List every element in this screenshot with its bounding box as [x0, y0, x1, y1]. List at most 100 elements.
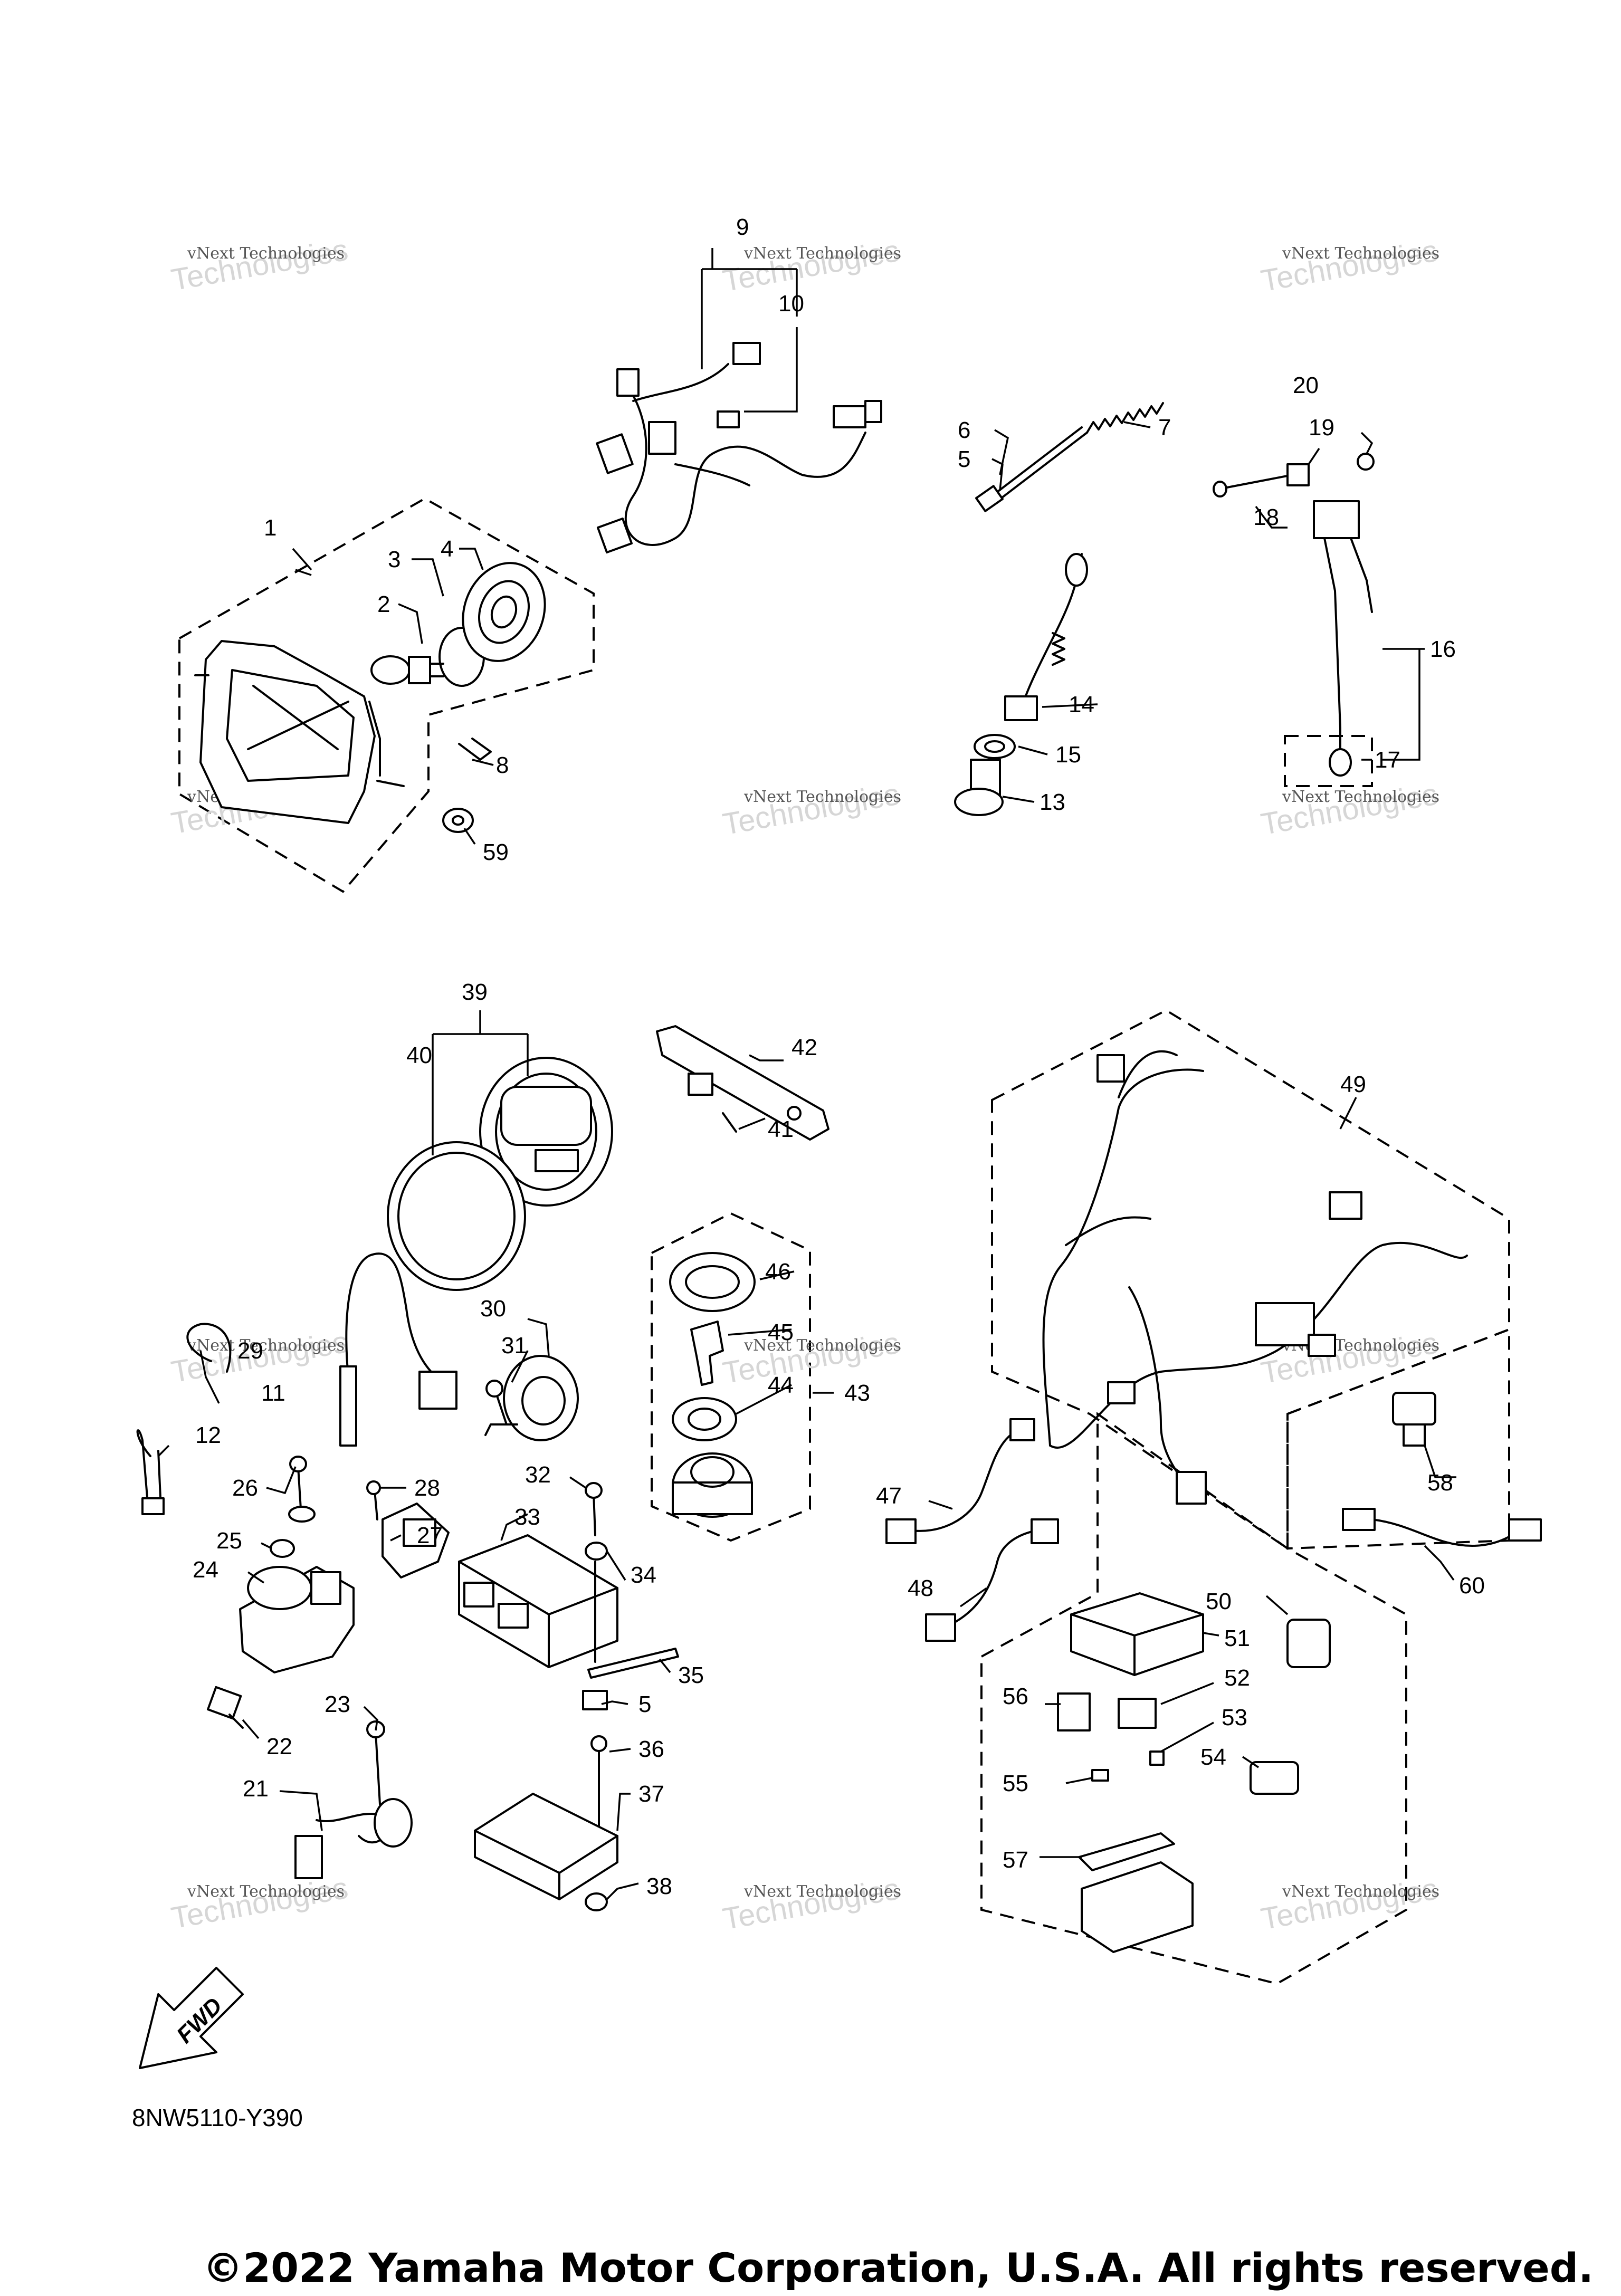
- callout-20: 20: [1293, 372, 1319, 398]
- key-45: [690, 1321, 724, 1386]
- callout-19: 19: [1309, 415, 1334, 441]
- spring-7: [1086, 402, 1164, 434]
- switch-14: [1004, 553, 1088, 721]
- sensor-22: [206, 1686, 244, 1729]
- meter-assembly: [479, 1057, 613, 1207]
- bolt-36: [590, 1735, 607, 1832]
- callout-39: 39: [462, 979, 488, 1005]
- actuator-24: [239, 1566, 355, 1673]
- bolt-25: [270, 1539, 295, 1558]
- sensor-29: [339, 1252, 457, 1447]
- callout-1: 1: [264, 515, 276, 541]
- callout-25: 25: [216, 1528, 242, 1554]
- callout-29: 29: [237, 1338, 263, 1364]
- callout-13: 13: [1040, 789, 1065, 815]
- diagram-code: 8NW5110-Y390: [132, 2104, 303, 2131]
- screw-28: [366, 1480, 381, 1520]
- watermark-5: Technologies vNext Technologies: [720, 777, 902, 842]
- callout-58: 58: [1427, 1470, 1453, 1496]
- callout-32: 32: [525, 1462, 551, 1488]
- callout-14: 14: [1069, 692, 1094, 718]
- svg-text:vNext Technologies: vNext Technologies: [187, 1336, 345, 1355]
- callout-42: 42: [792, 1035, 817, 1060]
- leader-lines: [157, 248, 1456, 1900]
- callout-49: 49: [1340, 1072, 1366, 1097]
- collar-34: [585, 1542, 608, 1663]
- callout-26: 26: [232, 1475, 258, 1501]
- callout-47: 47: [876, 1483, 902, 1509]
- svg-text:Technologies: Technologies: [1258, 234, 1441, 299]
- callout-34: 34: [631, 1562, 656, 1588]
- bolt-32: [585, 1482, 603, 1536]
- callout-43: 43: [844, 1380, 870, 1406]
- callout-51: 51: [1224, 1625, 1250, 1651]
- watermark-3: Technologies vNext Technologies: [1258, 234, 1441, 299]
- sub-wire-harness: [596, 342, 882, 554]
- pin-8: [458, 738, 492, 761]
- bulb-cover: [462, 562, 546, 662]
- watermark-11: Technologies vNext Technologies: [720, 1872, 902, 1937]
- meter-bezel-40: [387, 1141, 526, 1291]
- main-switch-43: [672, 1452, 753, 1518]
- bolt-38: [585, 1892, 608, 1911]
- group-outlines: [178, 497, 1510, 1985]
- svg-text:vNext Technologies: vNext Technologies: [1282, 788, 1439, 806]
- callout-31: 31: [501, 1333, 527, 1359]
- wire-harness-49: [1042, 1050, 1468, 1505]
- callout-12: 12: [195, 1422, 221, 1448]
- callout-9: 9: [736, 214, 749, 240]
- sensor-21: [294, 1798, 413, 1879]
- parts: [136, 342, 1542, 1953]
- lead-47: [885, 1418, 1035, 1544]
- clip-11: [186, 1323, 232, 1373]
- sensor-27: [382, 1503, 450, 1578]
- fuel-sender-16: [1313, 500, 1373, 777]
- callout-45: 45: [768, 1319, 794, 1345]
- fuel-sender-17-outline: [1284, 735, 1373, 787]
- callout-5: 5: [958, 446, 970, 472]
- svg-text:vNext Technologies: vNext Technologies: [1282, 1882, 1439, 1901]
- callout-3: 3: [388, 547, 401, 572]
- switch-body-13: [954, 759, 1004, 816]
- svg-text:Technologies: Technologies: [1258, 1872, 1441, 1937]
- grommet-20: [1357, 453, 1375, 471]
- svg-text:vNext Technologies: vNext Technologies: [1282, 244, 1439, 263]
- callout-35: 35: [678, 1662, 704, 1688]
- watermark-1: Technologies vNext Technologies: [169, 233, 351, 298]
- callout-16: 16: [1430, 636, 1456, 662]
- band-12: [136, 1429, 165, 1515]
- copyright-notice: ©2022 Yamaha Motor Corporation, U.S.A. A…: [203, 2244, 1594, 2291]
- callout-15: 15: [1055, 742, 1081, 768]
- callout-30: 30: [480, 1296, 506, 1322]
- callout-59: 59: [483, 839, 509, 865]
- bolt-23: [366, 1720, 385, 1805]
- panel-42: [656, 1025, 829, 1141]
- callout-54: 54: [1200, 1744, 1226, 1770]
- callout-18: 18: [1253, 504, 1279, 530]
- callout-17: 17: [1375, 747, 1400, 773]
- fuse-block: [1081, 1861, 1194, 1953]
- svg-text:Technologies: Technologies: [169, 1871, 351, 1936]
- callout-5b: 5: [638, 1691, 651, 1717]
- callout-8: 8: [496, 752, 509, 778]
- main-switch-outline: [651, 1212, 811, 1542]
- nut-44: [672, 1397, 737, 1441]
- callout-41: 41: [768, 1116, 794, 1142]
- callout-27: 27: [417, 1523, 443, 1548]
- fuse-box-51: [1070, 1592, 1204, 1676]
- fwd-arrow-icon: FWD: [139, 1967, 244, 2069]
- relay-56: [1057, 1692, 1091, 1731]
- svg-text:vNext Technologies: vNext Technologies: [187, 244, 345, 263]
- fuse-53: [1149, 1750, 1165, 1766]
- callout-40: 40: [406, 1042, 432, 1068]
- clip-5: [582, 1690, 608, 1710]
- callout-11: 11: [261, 1380, 285, 1406]
- bolt-31: [485, 1380, 508, 1426]
- callout-46: 46: [765, 1259, 791, 1285]
- callout-7: 7: [1158, 415, 1171, 441]
- svg-text:vNext Technologies: vNext Technologies: [187, 1882, 345, 1901]
- callout-60: 60: [1459, 1573, 1485, 1599]
- callout-56: 56: [1003, 1683, 1028, 1709]
- callout-6: 6: [958, 417, 970, 443]
